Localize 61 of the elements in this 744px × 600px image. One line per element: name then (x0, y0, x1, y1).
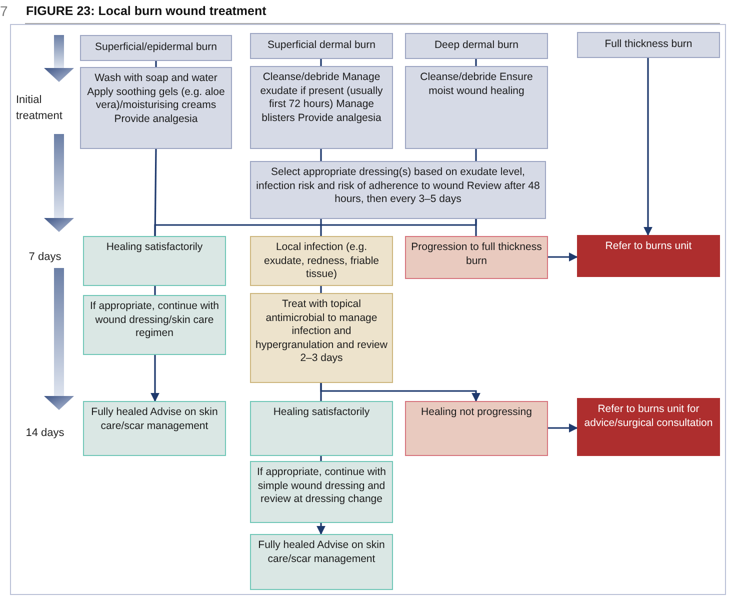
process-box (83, 295, 226, 355)
referral-box (577, 398, 720, 456)
connector (150, 355, 160, 402)
connector (320, 149, 322, 161)
process-box (250, 461, 393, 523)
timeline-label: 14 days (24, 426, 66, 441)
connector (475, 149, 477, 161)
figure-title: FIGURE 23: Local burn wound treatment (26, 4, 266, 18)
process-box (405, 236, 548, 279)
box-text: Local infection (e.g. exudate, redness, friable tissue) (263, 241, 380, 282)
connector (155, 61, 157, 67)
process-box (83, 236, 226, 286)
process-box (80, 67, 232, 149)
connector (475, 219, 477, 236)
process-box (250, 236, 393, 286)
box-text: Cleanse/debride Manage exudate if present (usually first 72 hours) Manage blisters Provide analgesia (259, 71, 384, 125)
page-number: 7 (0, 3, 9, 19)
timeline-label: Initial treatment (16, 93, 64, 124)
connector (475, 59, 477, 66)
process-box (405, 66, 548, 149)
box-text: Deep dermal burn (434, 39, 519, 53)
process-box (405, 401, 548, 456)
box-text: Wash with soap and water Apply soothing gels (e.g. aloe vera)/moisturising creams Provide analgesia (86, 72, 226, 126)
process-box (83, 401, 226, 456)
box-text: Select appropriate dressing(s) based on exudate level, infection risk and risk of adherence to wound Review after 48 hours, then every 3–5 days (255, 166, 541, 206)
box-text: Treat with topical antimicrobial to manage infection and hypergranulation and review 2–3 days (255, 298, 388, 366)
box-text: Progression to full thickness burn (410, 241, 543, 268)
process-box (250, 534, 393, 590)
box-text: Healing not progressing (421, 406, 532, 420)
box-text: Healing satisfactorily (106, 241, 203, 254)
box-text: Refer to burns unit (605, 240, 692, 254)
burn-type-box (250, 33, 393, 59)
burn-type-box (80, 35, 232, 61)
connector (548, 424, 578, 432)
box-text: If appropriate, continue with wound dressing/skin care regimen (89, 300, 220, 340)
connector (320, 59, 322, 66)
box-text: Healing satisfactorily (273, 406, 370, 420)
process-box (250, 401, 393, 456)
box-text: Fully healed Advise on skin care/scar management (257, 539, 386, 566)
connector (316, 523, 326, 535)
box-text: Fully healed Advise on skin care/scar management (90, 406, 219, 433)
connector (548, 252, 578, 262)
burn-type-box (405, 33, 548, 59)
box-text: Cleanse/debride Ensure moist wound healing (419, 71, 534, 98)
process-box (250, 161, 546, 219)
connector (320, 219, 322, 236)
connector (644, 58, 652, 236)
timeline-label: 7 days (28, 250, 62, 265)
box-text: Superficial/epidermal burn (95, 41, 217, 55)
box-text: Full thickness burn (604, 38, 692, 52)
burn-type-box (577, 32, 720, 58)
connector (154, 286, 156, 295)
box-text: Refer to burns unit for advice/surgical consultation (583, 403, 714, 430)
connector (320, 383, 480, 402)
process-box (250, 66, 393, 149)
box-text: Superficial dermal burn (268, 39, 376, 53)
connector (320, 456, 322, 461)
process-box (250, 293, 393, 383)
connector (320, 286, 322, 293)
referral-box (577, 235, 720, 277)
box-text: If appropriate, continue with simple wound dressing and review at dressing change (256, 466, 387, 506)
